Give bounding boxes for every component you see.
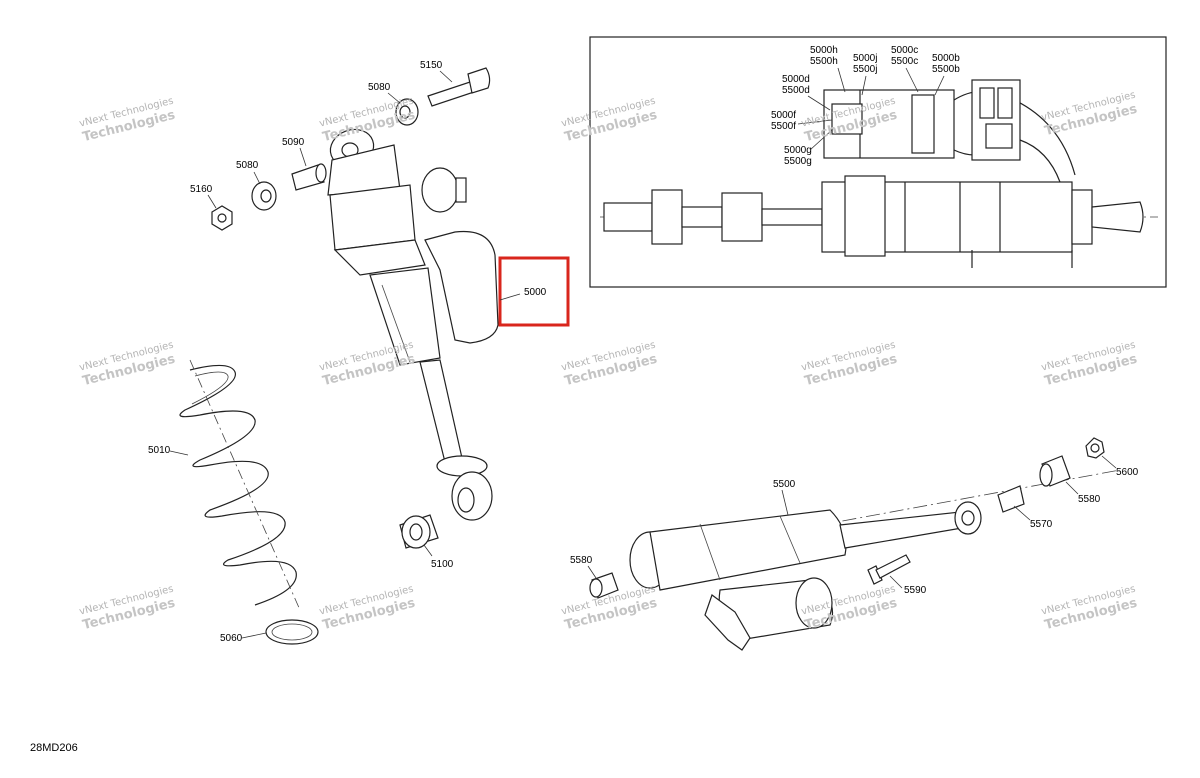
sleeve-5580-right xyxy=(1039,455,1071,487)
retainer-ring-5060 xyxy=(265,619,319,645)
sleeve-5090 xyxy=(291,163,327,191)
label-5580-left: 5580 xyxy=(570,555,593,566)
label-5570: 5570 xyxy=(1030,519,1053,530)
inset-label-5000b: 5000b xyxy=(932,53,960,64)
label-5060: 5060 xyxy=(220,633,243,644)
bolt-5150 xyxy=(427,67,491,107)
nut-5600 xyxy=(1085,437,1105,459)
inset-label-5000j: 5000j xyxy=(853,53,877,64)
inset-label-5500b: 5500b xyxy=(932,64,960,75)
label-5090: 5090 xyxy=(282,137,305,148)
inset-label-5000d: 5000d xyxy=(782,74,810,85)
label-5080-left: 5080 xyxy=(236,160,259,171)
label-5000: 5000 xyxy=(524,287,547,298)
diagram-code: 28MD206 xyxy=(30,742,78,754)
inset-label-5000c: 5000c xyxy=(891,45,918,56)
shock-absorber-5500 xyxy=(629,469,1121,651)
label-5160: 5160 xyxy=(190,184,213,195)
inset-label-5500c: 5500c xyxy=(891,56,918,67)
label-5010: 5010 xyxy=(148,445,171,456)
inset-label-5500g: 5500g xyxy=(784,156,812,167)
inset-callouts: 5000h 5500h 5000j 5500j 5000c 5500c 5000… xyxy=(771,45,960,167)
inset-label-5500f: 5500f xyxy=(771,121,796,132)
bolt-5590 xyxy=(867,554,911,585)
inset-detail-panel xyxy=(589,36,1167,288)
nut-5160 xyxy=(211,205,233,231)
inset-label-5000h: 5000h xyxy=(810,45,838,56)
shock-absorber-5000 xyxy=(327,128,499,521)
inset-label-5500h: 5500h xyxy=(810,56,838,67)
label-5080-top: 5080 xyxy=(368,82,391,93)
inset-label-5000g: 5000g xyxy=(784,145,812,156)
sleeve-5580-left xyxy=(589,572,619,599)
callouts: 5150 5080 5090 5080 5160 5000 5010 5100 … xyxy=(148,60,1139,644)
label-5150: 5150 xyxy=(420,60,443,71)
label-5600: 5600 xyxy=(1116,467,1139,478)
inset-label-5500j: 5500j xyxy=(853,64,877,75)
inset-label-5500d: 5500d xyxy=(782,85,810,96)
inset-label-5000f: 5000f xyxy=(771,110,796,121)
spring-5010 xyxy=(179,359,301,611)
bushing-5080-top xyxy=(395,98,419,126)
bushing-5570 xyxy=(954,485,1025,535)
label-5590: 5590 xyxy=(904,585,927,596)
highlight-box-5000[interactable] xyxy=(498,256,570,327)
bushing-5100 xyxy=(399,514,439,549)
bushing-5080-left xyxy=(251,181,277,211)
label-5500: 5500 xyxy=(773,479,796,490)
label-5100: 5100 xyxy=(431,559,454,570)
label-5580-right: 5580 xyxy=(1078,494,1101,505)
